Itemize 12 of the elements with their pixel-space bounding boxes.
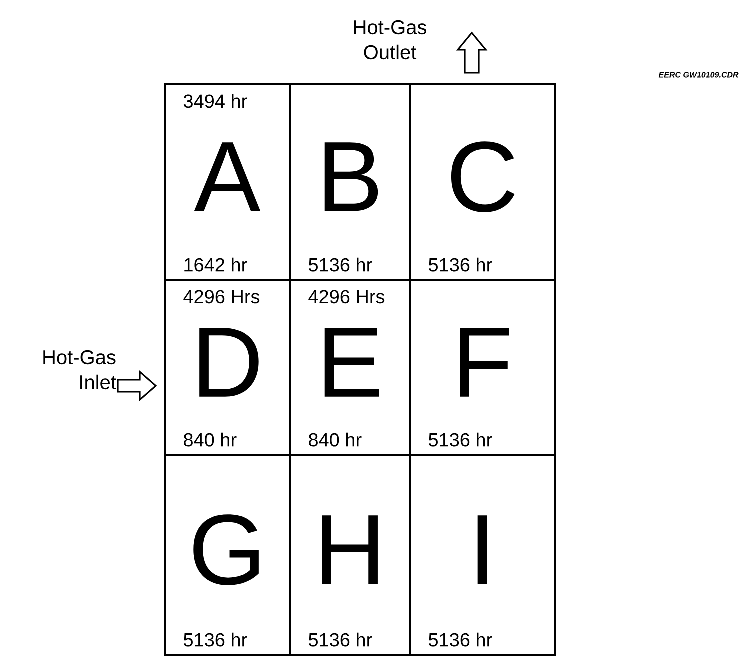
outlet-label: Hot-Gas Outlet <box>354 20 426 60</box>
grid-cell: C 5136 hr <box>409 83 556 281</box>
inlet-label: Hot-Gas Inlet <box>44 350 116 390</box>
grid-cell: H 5136 hr <box>289 454 411 656</box>
grid-cell: 4296 Hrs E 840 hr <box>289 279 411 456</box>
file-code: EERC GW10109.CDR <box>658 72 739 78</box>
grid-cell: I 5136 hr <box>409 454 556 656</box>
grid-cell: 4296 Hrs D 840 hr <box>164 279 291 456</box>
grid-cell: F 5136 hr <box>409 279 556 456</box>
grid-cell: B 5136 hr <box>289 83 411 281</box>
grid-cell: 3494 hr A 1642 hr <box>164 83 291 281</box>
grid-cell: G 5136 hr <box>164 454 291 656</box>
